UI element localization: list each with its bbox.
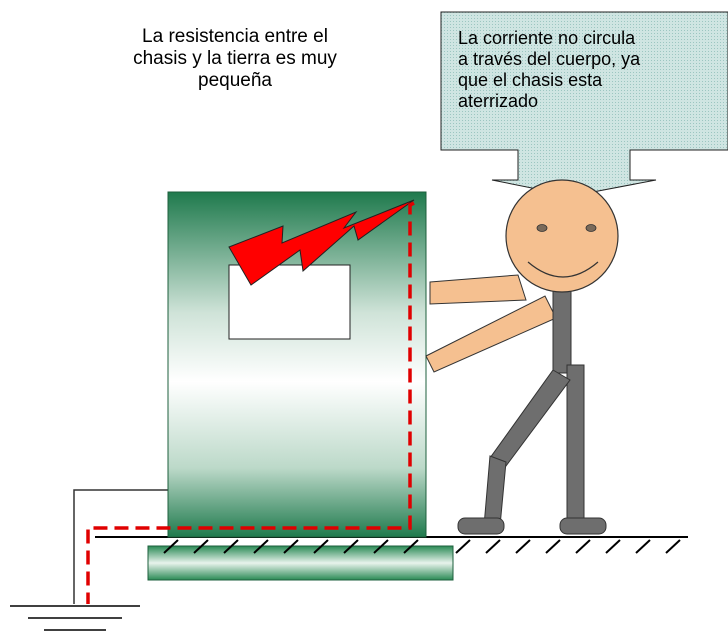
right-eye bbox=[585, 224, 597, 232]
ground-symbol-icon bbox=[10, 605, 140, 631]
caption-line-1: La resistencia entre el bbox=[142, 26, 328, 47]
front-thigh bbox=[489, 369, 571, 467]
callout-bubble bbox=[440, 11, 728, 197]
back-leg bbox=[566, 364, 585, 521]
lightning-bolt-icon bbox=[228, 199, 415, 286]
base-slab bbox=[147, 545, 454, 581]
callout-line-2: a través del cuerpo, ya bbox=[458, 49, 641, 69]
head bbox=[505, 179, 619, 293]
caption-line-2: chasis y la tierra es muy bbox=[133, 48, 337, 69]
callout-line-3: que el chasis esta bbox=[458, 70, 603, 90]
stick-figure bbox=[425, 179, 619, 535]
front-shin bbox=[483, 455, 507, 527]
callout-text: La corriente no circula a través del cue… bbox=[458, 28, 728, 112]
callout-line-4: aterrizado bbox=[458, 91, 539, 111]
callout-line-1: La corriente no circula bbox=[458, 28, 636, 48]
smile bbox=[527, 261, 599, 278]
caption-line-3: pequeña bbox=[198, 70, 272, 91]
back-foot bbox=[559, 517, 607, 535]
upper-arm bbox=[429, 274, 527, 305]
ground-wire bbox=[73, 489, 168, 604]
callout-shape bbox=[440, 11, 728, 197]
chassis-resistance-caption: La resistencia entre el chasis y la tier… bbox=[100, 26, 370, 92]
left-eye bbox=[536, 224, 548, 232]
fault-current-path bbox=[86, 201, 415, 604]
front-foot bbox=[457, 517, 505, 535]
torso bbox=[552, 284, 572, 374]
lower-arm bbox=[425, 295, 557, 373]
